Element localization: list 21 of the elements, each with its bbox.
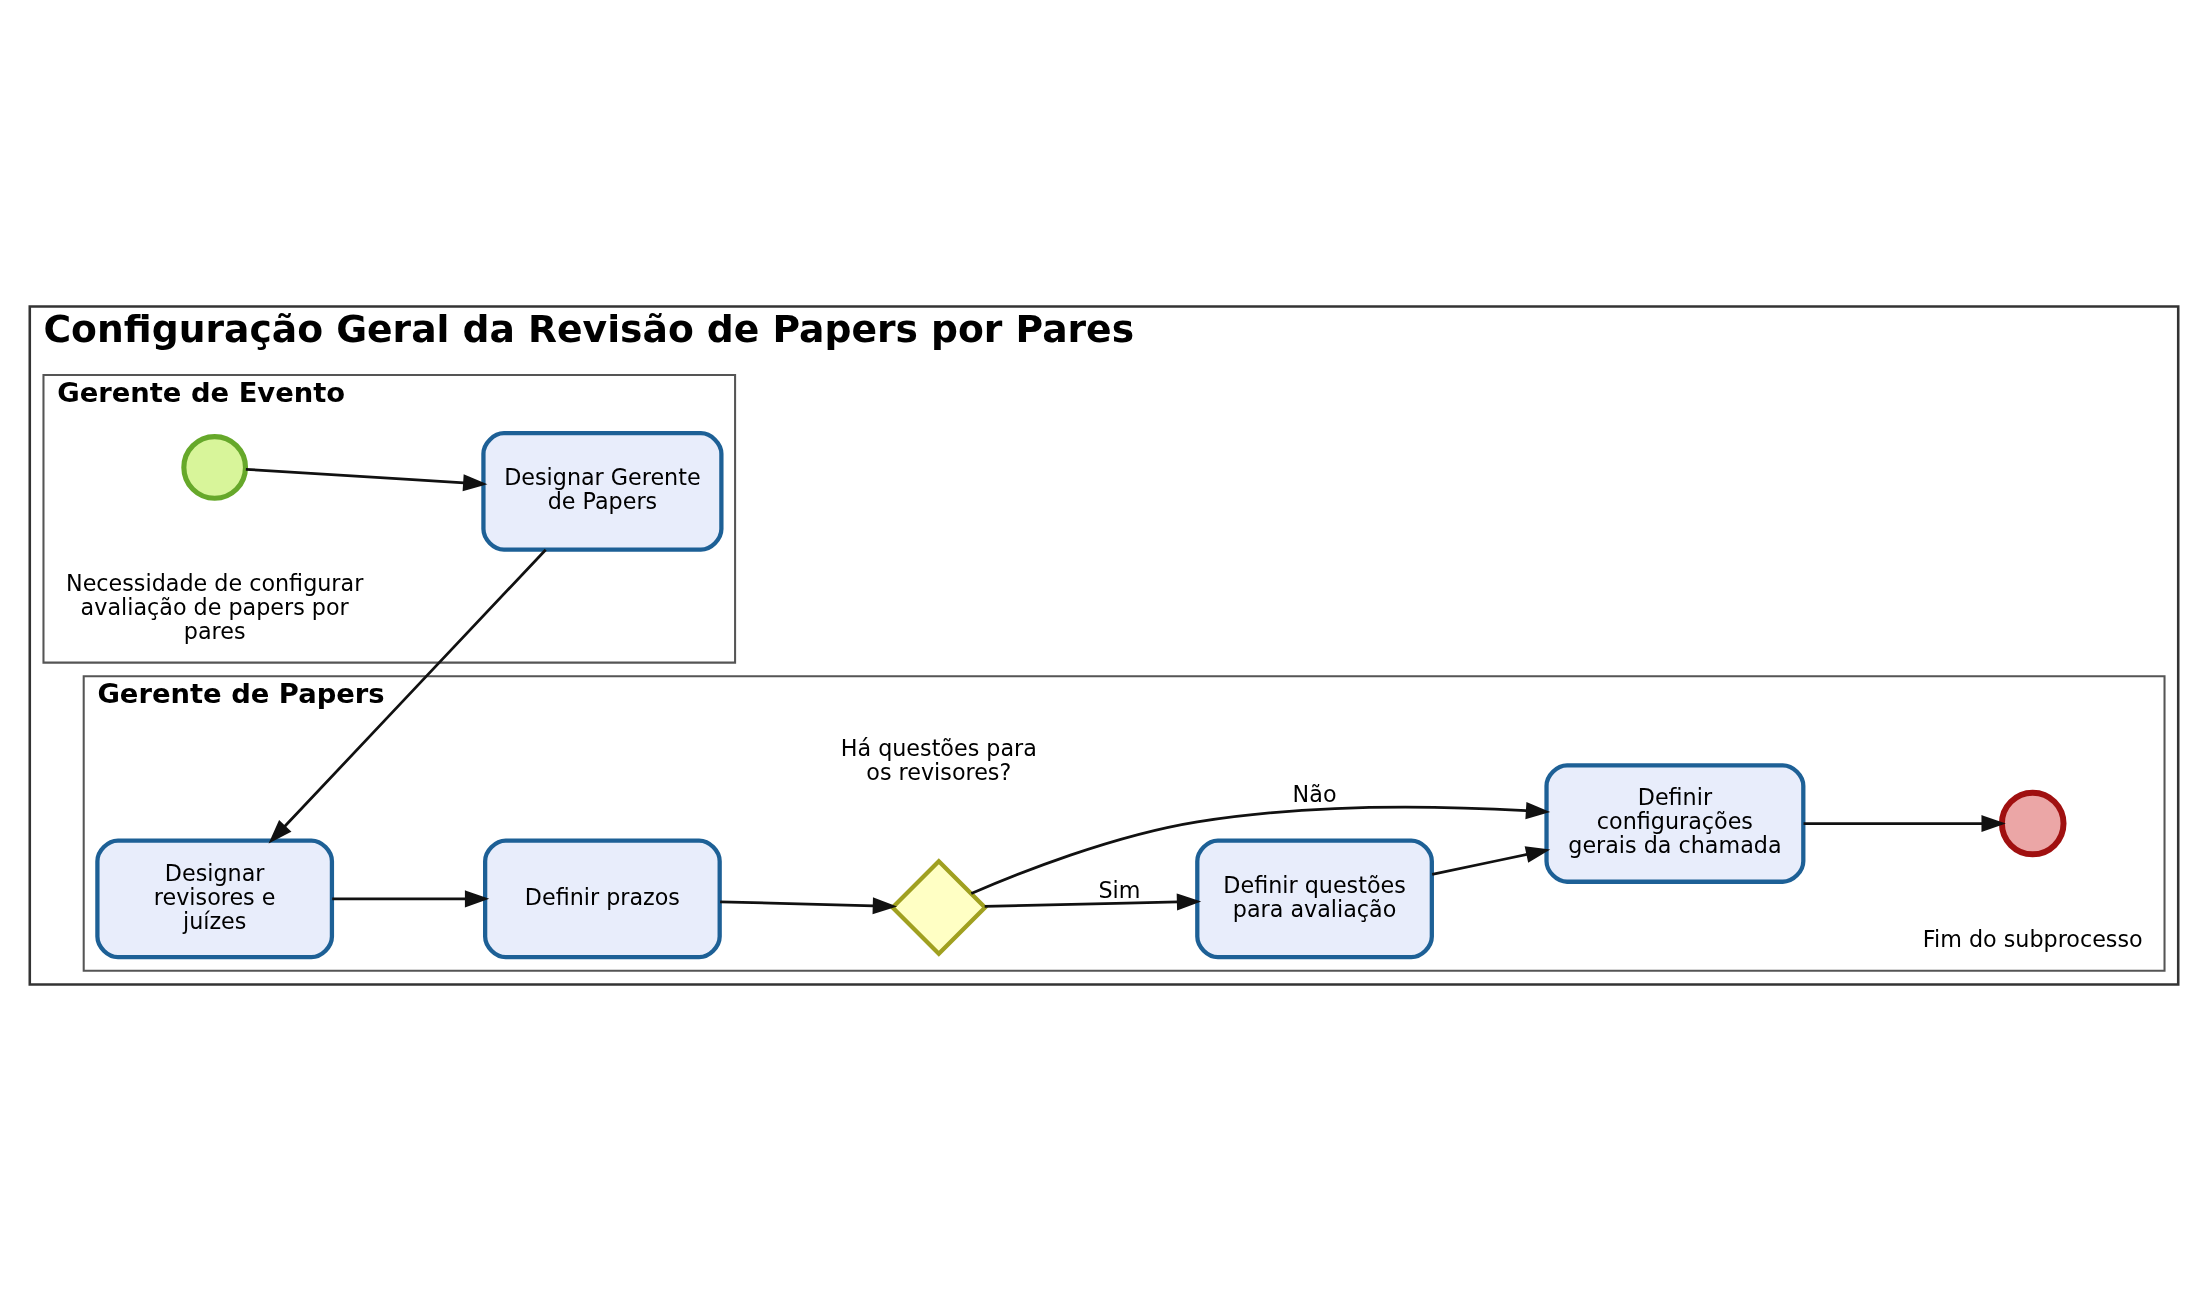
node-box: Definir prazos xyxy=(483,838,722,959)
node-box: Definir configurações gerais da chamada xyxy=(1544,762,1806,884)
arrow xyxy=(245,467,488,491)
node-box: Definir questões para avaliação xyxy=(1195,838,1434,959)
arrow xyxy=(970,801,1551,895)
arrow xyxy=(1431,845,1551,876)
arrow xyxy=(984,892,1202,910)
node-diamond xyxy=(889,857,989,957)
node-box: Designar Gerente de Papers xyxy=(481,430,724,552)
node-circle xyxy=(181,433,249,501)
node-label: Há questões para os revisores? xyxy=(840,734,1037,785)
edge-label: Sim xyxy=(1098,876,1141,903)
edge-label: Não xyxy=(1292,780,1337,807)
node-box: Designar revisores e juízes xyxy=(95,838,335,959)
node-label: Necessidade de configurar avaliação de papers por pares xyxy=(66,569,364,644)
arrow xyxy=(1803,814,2006,832)
arrow xyxy=(268,548,547,843)
arrow xyxy=(332,889,490,907)
node-circle xyxy=(1998,789,2067,857)
node-label: Fim do subprocesso xyxy=(1922,925,2143,952)
arrow xyxy=(720,896,898,914)
